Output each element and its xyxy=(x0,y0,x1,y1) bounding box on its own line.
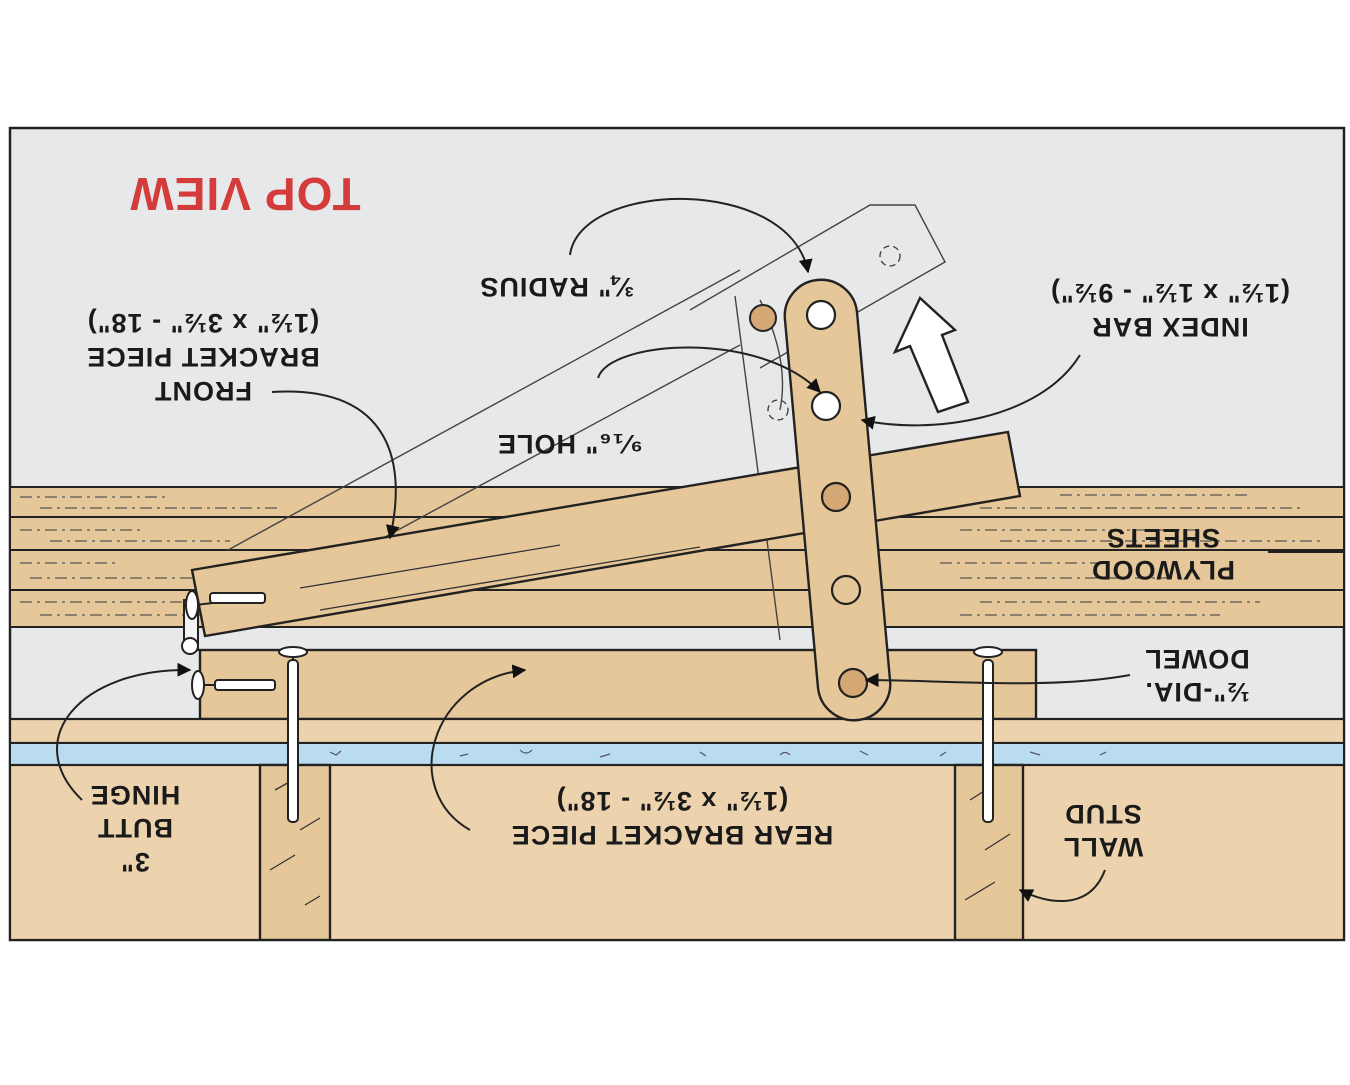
index-bar-label-2: (1½" x 1½" - 9½") xyxy=(1050,278,1290,308)
plywood-label-2: SHEETS xyxy=(1106,523,1220,553)
leader-lines xyxy=(56,198,1344,902)
index-bar-label-1: INDEX BAR xyxy=(1091,312,1249,342)
front-bracket-label-1: FRONT xyxy=(154,376,252,406)
wall-stud-label-2: STUD xyxy=(1064,799,1142,829)
drywall-strip xyxy=(10,742,1344,766)
rear-bracket-label-2: (1½" x 3½" - 18") xyxy=(556,786,789,816)
wall-stud-label-1: WALL xyxy=(1063,832,1143,862)
hinge-label-2: BUTT xyxy=(97,813,173,843)
diagram-labels: TOP VIEW ¾" RADIUS FRONT BRACKET PIECE (… xyxy=(86,168,1290,877)
title-label: TOP VIEW xyxy=(129,168,360,220)
hinge-label-1: 3" xyxy=(120,847,150,877)
dowel-label-2: DOWEL xyxy=(1144,644,1250,674)
rear-bracket-piece xyxy=(198,648,1038,721)
hole-label: ⁹⁄₁₆" HOLE xyxy=(497,429,643,459)
dowel-label-1: ½"-DIA. xyxy=(1144,677,1249,707)
plywood-label-1: PLYWOOD xyxy=(1091,555,1235,585)
wall-framing xyxy=(10,763,1344,940)
front-bracket-label-3: (1½" x 3½" - 18") xyxy=(87,308,320,338)
radius-label: ¾" RADIUS xyxy=(479,272,634,302)
front-bracket-label-2: BRACKET PIECE xyxy=(86,342,320,372)
swing-direction-arrow xyxy=(892,296,970,414)
rear-bracket-label-1: REAR BRACKET PIECE xyxy=(511,820,834,850)
screws xyxy=(185,590,1003,823)
wall-plate xyxy=(10,717,1344,745)
hinge-label-3: HINGE xyxy=(90,780,181,810)
